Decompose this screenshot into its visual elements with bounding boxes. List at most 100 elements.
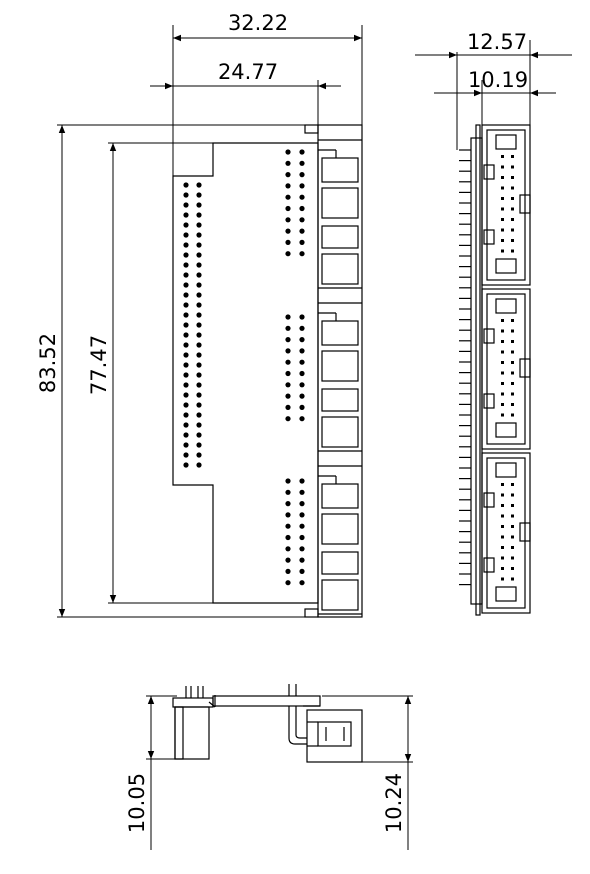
hole <box>183 212 189 218</box>
hole <box>285 534 291 541</box>
hole <box>183 272 189 278</box>
hole <box>299 325 305 331</box>
hole <box>196 352 202 358</box>
housing-stack <box>481 124 531 614</box>
hole <box>299 489 305 495</box>
hole <box>299 217 305 223</box>
hole <box>285 404 291 410</box>
dim-pin-span-height: 77.47 <box>87 335 111 395</box>
hole <box>285 325 291 331</box>
hole <box>285 370 291 377</box>
hole <box>285 580 291 586</box>
left-hole-grid <box>183 182 202 468</box>
hole <box>285 239 291 245</box>
hole <box>299 557 305 563</box>
dim-body-depth: 10.19 <box>468 68 528 92</box>
hole <box>183 322 189 328</box>
dim-overall-width: 32.22 <box>228 11 288 35</box>
hole <box>183 392 189 398</box>
hole <box>183 312 189 318</box>
hole <box>285 512 291 518</box>
hole <box>285 228 291 234</box>
front-view: 32.22 24.77 83.52 77.47 <box>36 11 363 618</box>
hole <box>183 192 189 198</box>
hole <box>196 292 202 298</box>
hole <box>299 348 305 354</box>
dim-board-width: 24.77 <box>218 60 278 84</box>
hole <box>196 412 202 418</box>
hole <box>183 452 189 458</box>
hole <box>196 342 202 348</box>
hole <box>196 452 202 458</box>
hole <box>196 202 202 208</box>
board-side-edge <box>212 695 321 707</box>
hole <box>183 182 189 188</box>
hole <box>299 404 305 410</box>
hole <box>196 432 202 438</box>
connector-column <box>304 124 363 618</box>
hole <box>285 359 291 365</box>
hole <box>196 332 202 338</box>
hole <box>196 192 202 198</box>
hole <box>196 392 202 398</box>
hole <box>183 372 189 378</box>
right-hole-grid <box>285 149 305 586</box>
end-view: 10.05 10.24 <box>125 684 413 850</box>
hole <box>285 501 291 507</box>
hole <box>196 262 202 268</box>
hole <box>183 292 189 298</box>
dim-overall-depth: 12.57 <box>467 30 527 54</box>
hole <box>299 478 305 484</box>
hole <box>196 422 202 428</box>
hole <box>183 332 189 338</box>
dim-overall-height: 83.52 <box>36 333 60 393</box>
hole <box>183 432 189 438</box>
hole <box>183 262 189 268</box>
hole <box>299 523 305 529</box>
hole <box>285 557 291 563</box>
hole <box>285 546 291 552</box>
hole <box>285 172 291 178</box>
hole <box>196 282 202 288</box>
hole <box>285 337 291 343</box>
hole <box>285 382 291 388</box>
hole <box>285 489 291 495</box>
hole <box>196 302 202 308</box>
hole <box>285 160 291 166</box>
dim-left-height: 10.05 <box>125 773 149 833</box>
hole <box>299 393 305 399</box>
hole <box>183 202 189 208</box>
hole <box>285 523 291 529</box>
hole <box>183 252 189 258</box>
hole <box>196 182 202 188</box>
hole <box>196 442 202 448</box>
hole <box>183 352 189 358</box>
hole <box>196 212 202 218</box>
hole <box>183 442 189 448</box>
hole <box>196 322 202 328</box>
hole <box>299 239 305 245</box>
hole <box>285 568 291 575</box>
left-connector-body <box>174 706 210 760</box>
hole <box>196 362 202 368</box>
hole <box>196 232 202 238</box>
hole <box>299 314 305 320</box>
hole <box>196 462 202 468</box>
hole <box>285 348 291 354</box>
hole <box>299 370 305 377</box>
hole <box>285 149 291 155</box>
hole <box>299 416 305 422</box>
hole <box>299 172 305 178</box>
hole <box>196 222 202 228</box>
hole <box>196 242 202 248</box>
hole <box>183 382 189 388</box>
right-connector-body <box>306 709 363 763</box>
hole <box>196 252 202 258</box>
hole <box>183 402 189 408</box>
hole <box>196 272 202 278</box>
hole <box>285 416 291 422</box>
hole <box>299 359 305 365</box>
hole <box>299 512 305 518</box>
board-outline <box>172 142 319 604</box>
